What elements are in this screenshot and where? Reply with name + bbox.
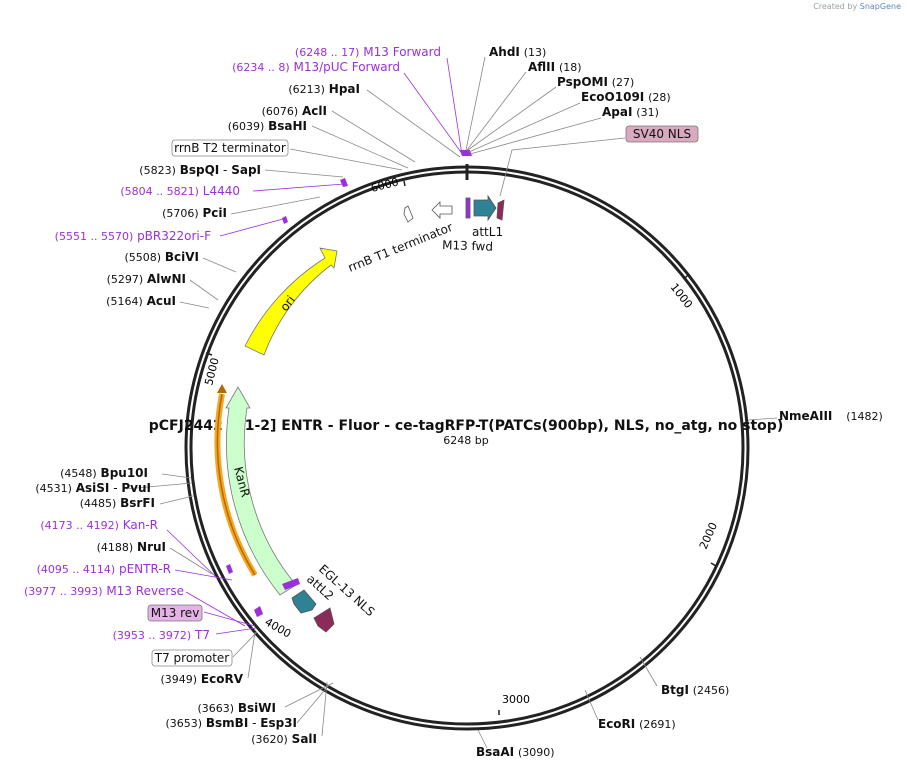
- snapgene-watermark: Created by SnapGene: [813, 2, 901, 11]
- svg-text:BtgI (2456): BtgI (2456): [661, 683, 729, 697]
- svg-text:6000: 6000: [370, 176, 400, 195]
- label-hpai: (6213) HpaI: [288, 82, 360, 96]
- svg-text:(5551 .. 5570) pBR322ori-F: (5551 .. 5570) pBR322ori-F: [55, 229, 211, 243]
- plasmid-length: 6248 bp: [443, 434, 488, 447]
- label-kan-r-primer: (4173 .. 4192) Kan-R: [40, 518, 158, 532]
- label-sali: (3620) SalI: [251, 732, 317, 746]
- svg-text:(3663) BsiWI: (3663) BsiWI: [197, 701, 276, 715]
- svg-text:M13 rev: M13 rev: [151, 606, 200, 620]
- label-l4440: (5804 .. 5821) L4440: [120, 184, 240, 198]
- tick-3000: 3000: [498, 693, 530, 715]
- svg-text:EcoRI (2691): EcoRI (2691): [598, 717, 676, 731]
- label-alwni: (5297) AlwNI: [107, 272, 186, 286]
- svg-text:AhdI (13): AhdI (13): [489, 45, 546, 59]
- rrnb-t1-terminator-feature: rrnB T1 terminator: [346, 201, 455, 275]
- label-bcivi: (5508) BciVI: [124, 250, 199, 264]
- svg-text:(5297) AlwNI: (5297) AlwNI: [107, 272, 186, 286]
- label-m13-puc-forward: (6234 .. 8) M13/pUC Forward: [232, 60, 400, 74]
- label-aflii: AflII (18): [528, 60, 582, 74]
- svg-text:(3949) EcoRV: (3949) EcoRV: [161, 672, 244, 686]
- svg-text:(4548) Bpu10I: (4548) Bpu10I: [60, 466, 148, 480]
- svg-text:(3620) SalI: (3620) SalI: [251, 732, 317, 746]
- svg-text:(4531) AsiSI - PvuI: (4531) AsiSI - PvuI: [35, 481, 151, 495]
- label-pspomi: PspOMI (27): [557, 75, 634, 89]
- svg-text:rrnB T2 terminator: rrnB T2 terminator: [174, 141, 286, 155]
- label-ahdi: AhdI (13): [489, 45, 546, 59]
- label-bspqi-sapi: (5823) BspQI - SapI: [139, 163, 261, 177]
- label-apai: ApaI (31): [602, 105, 659, 119]
- backbone-inner-ring: [189, 170, 745, 726]
- leader-lines: [125, 56, 778, 749]
- label-bsaai: BsaAI (3090): [476, 745, 555, 759]
- tick-6000: 6000: [370, 176, 406, 195]
- svg-text:NmeAIII (1482): NmeAIII (1482): [779, 409, 883, 423]
- svg-text:(5164) AcuI: (5164) AcuI: [106, 294, 176, 308]
- svg-text:(5804 .. 5821) L4440: (5804 .. 5821) L4440: [120, 184, 240, 198]
- snapgene-logo-text: SnapGene: [859, 2, 901, 11]
- label-bsahi: (6039) BsaHI: [228, 119, 307, 133]
- label-bsrfi: (4485) BsrFI: [80, 496, 155, 510]
- label-acli: (6076) AclI: [262, 104, 327, 118]
- label-btgi: BtgI (2456): [661, 683, 729, 697]
- sv40-nls-feature: [496, 199, 505, 221]
- svg-text:SV40 NLS: SV40 NLS: [633, 127, 691, 141]
- svg-text:(6234 .. 8) M13/pUC Forward: (6234 .. 8) M13/pUC Forward: [232, 60, 400, 74]
- label-nrui: (4188) NruI: [97, 540, 166, 554]
- svg-text:PspOMI (27): PspOMI (27): [557, 75, 634, 89]
- label-sv40-nls: SV40 NLS: [625, 125, 699, 143]
- svg-text:(3977 .. 3993) M13 Reverse: (3977 .. 3993) M13 Reverse: [24, 584, 184, 598]
- label-ecori: EcoRI (2691): [598, 717, 676, 731]
- label-ecorv: (3949) EcoRV: [161, 672, 244, 686]
- svg-text:(6213) HpaI: (6213) HpaI: [288, 82, 360, 96]
- label-m13-rev: M13 rev: [147, 604, 203, 622]
- label-acui: (5164) AcuI: [106, 294, 176, 308]
- svg-text:(6039) BsaHI: (6039) BsaHI: [228, 119, 307, 133]
- tick-2000: 2000: [697, 520, 720, 567]
- svg-text:ApaI (31): ApaI (31): [602, 105, 659, 119]
- svg-text:(4485) BsrFI: (4485) BsrFI: [80, 496, 155, 510]
- svg-text:(5706) PciI: (5706) PciI: [162, 206, 227, 220]
- svg-text:attL1: attL1: [472, 225, 503, 239]
- label-nmeaiii: NmeAIII (1482): [779, 409, 883, 423]
- attl1-feature: attL1: [472, 194, 503, 239]
- label-pcii: (5706) PciI: [162, 206, 227, 220]
- plasmid-name: pCFJ2442 - [1-2] ENTR - Fluor - ce-tagRF…: [149, 418, 783, 434]
- svg-text:(4173 .. 4192) Kan-R: (4173 .. 4192) Kan-R: [40, 518, 158, 532]
- svg-text:T7 promoter: T7 promoter: [154, 651, 230, 665]
- label-pbr322ori-f: (5551 .. 5570) pBR322ori-F: [55, 229, 211, 243]
- svg-text:(3653) BsmBI - Esp3I: (3653) BsmBI - Esp3I: [165, 716, 297, 730]
- label-bsiwi: (3663) BsiWI: [197, 701, 276, 715]
- svg-text:(4095 .. 4114) pENTR-R: (4095 .. 4114) pENTR-R: [37, 562, 171, 576]
- svg-text:EcoO109I (28): EcoO109I (28): [581, 90, 671, 104]
- label-m13-reverse: (3977 .. 3993) M13 Reverse: [24, 584, 184, 598]
- label-t7-promoter: T7 promoter: [151, 649, 233, 667]
- svg-text:2000: 2000: [697, 520, 720, 551]
- label-t7: (3953 .. 3972) T7: [113, 628, 210, 642]
- svg-text:BsaAI (3090): BsaAI (3090): [476, 745, 555, 759]
- svg-text:(4188) NruI: (4188) NruI: [97, 540, 166, 554]
- label-rrnb-t2-terminator: rrnB T2 terminator: [171, 139, 289, 157]
- svg-text:3000: 3000: [502, 693, 530, 706]
- svg-text:(6248 .. 17) M13 Forward: (6248 .. 17) M13 Forward: [295, 45, 441, 59]
- svg-text:M13 fwd: M13 fwd: [442, 238, 493, 254]
- label-asisi-pvui: (4531) AsiSI - PvuI: [35, 481, 151, 495]
- kan-promoter-feature: [214, 384, 258, 577]
- ori-feature: ori: [244, 247, 338, 356]
- label-eco0109i: EcoO109I (28): [581, 90, 671, 104]
- label-m13-forward: (6248 .. 17) M13 Forward: [295, 45, 441, 59]
- svg-text:(6076) AclI: (6076) AclI: [262, 104, 327, 118]
- svg-text:(5508) BciVI: (5508) BciVI: [124, 250, 199, 264]
- label-bpu10i: (4548) Bpu10I: [60, 466, 148, 480]
- m13-fwd-feature: M13 fwd: [442, 197, 493, 254]
- label-bsmbi-esp3i: (3653) BsmBI - Esp3I: [165, 716, 297, 730]
- svg-text:AflII (18): AflII (18): [528, 60, 582, 74]
- svg-text:(3953 .. 3972) T7: (3953 .. 3972) T7: [113, 628, 210, 642]
- svg-text:(5823) BspQI - SapI: (5823) BspQI - SapI: [139, 163, 261, 177]
- label-pentr-r: (4095 .. 4114) pENTR-R: [37, 562, 171, 576]
- svg-text:rrnB T1 terminator: rrnB T1 terminator: [346, 220, 455, 275]
